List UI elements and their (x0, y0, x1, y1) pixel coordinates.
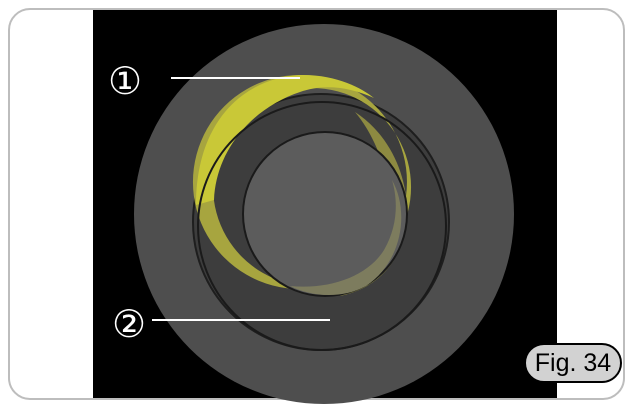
condenser-center-disc (243, 132, 407, 296)
callout-2-label: ② (112, 302, 146, 346)
figure-number-badge: Fig. 34 (524, 343, 622, 383)
callout-1-label: ① (108, 59, 142, 103)
